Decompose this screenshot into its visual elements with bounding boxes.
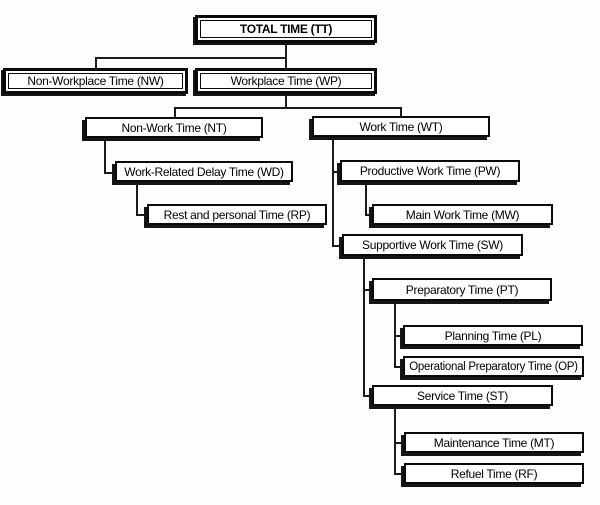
node-preparatory-time: Preparatory Time (PT) — [372, 278, 552, 301]
connector-line — [136, 214, 147, 216]
node-non-work-time: Non-Work Time (NT) — [85, 117, 263, 138]
connector-line — [394, 406, 396, 475]
node-supportive-work-time: Supportive Work Time (SW) — [342, 234, 523, 256]
connector-line — [394, 366, 403, 368]
node-productive-work-time: Productive Work Time (PW) — [340, 160, 520, 182]
connector-line — [95, 57, 287, 59]
connector-line — [365, 214, 372, 216]
node-service-time: Service Time (ST) — [372, 385, 553, 406]
connector-line — [394, 442, 404, 444]
node-workplace-time-label: Workplace Time (WP) — [200, 73, 372, 89]
connector-line — [285, 57, 287, 68]
node-planning-time: Planning Time (PL) — [403, 325, 583, 346]
node-workplace-time: Workplace Time (WP) — [195, 68, 377, 94]
connector-line — [394, 335, 403, 337]
node-total-time-label: TOTAL TIME (TT) — [200, 20, 372, 38]
connector-line — [394, 301, 396, 368]
connector-line — [363, 289, 372, 291]
node-main-work-time: Main Work Time (MW) — [372, 204, 553, 225]
connector-line — [332, 171, 340, 173]
connector-line — [285, 94, 287, 107]
node-maintenance-time: Maintenance Time (MT) — [404, 432, 584, 453]
connector-line — [95, 57, 97, 68]
node-total-time: TOTAL TIME (TT) — [195, 15, 377, 43]
node-refuel-time: Refuel Time (RF) — [404, 463, 584, 484]
node-work-time: Work Time (WT) — [312, 116, 490, 137]
connector-line — [363, 256, 365, 397]
node-operational-preparatory-time: Operational Preparatory Time (OP) — [403, 356, 584, 377]
connector-line — [365, 182, 367, 216]
node-non-workplace-time: Non-Workplace Time (NW) — [3, 68, 188, 94]
connector-line — [400, 107, 402, 117]
node-work-related-delay-time: Work-Related Delay Time (WD) — [115, 161, 293, 182]
connector-line — [332, 245, 342, 247]
connector-line — [136, 183, 138, 216]
connector-line — [394, 473, 404, 475]
connector-line — [363, 395, 372, 397]
node-rest-and-personal-time: Rest and personal Time (RP) — [147, 204, 327, 225]
connector-line — [174, 107, 402, 109]
connector-line — [332, 138, 334, 247]
node-non-workplace-time-label: Non-Workplace Time (NW) — [8, 73, 183, 89]
connector-line — [104, 138, 106, 174]
connector-line — [174, 107, 176, 117]
connector-line — [285, 43, 287, 57]
connector-line — [104, 172, 115, 174]
